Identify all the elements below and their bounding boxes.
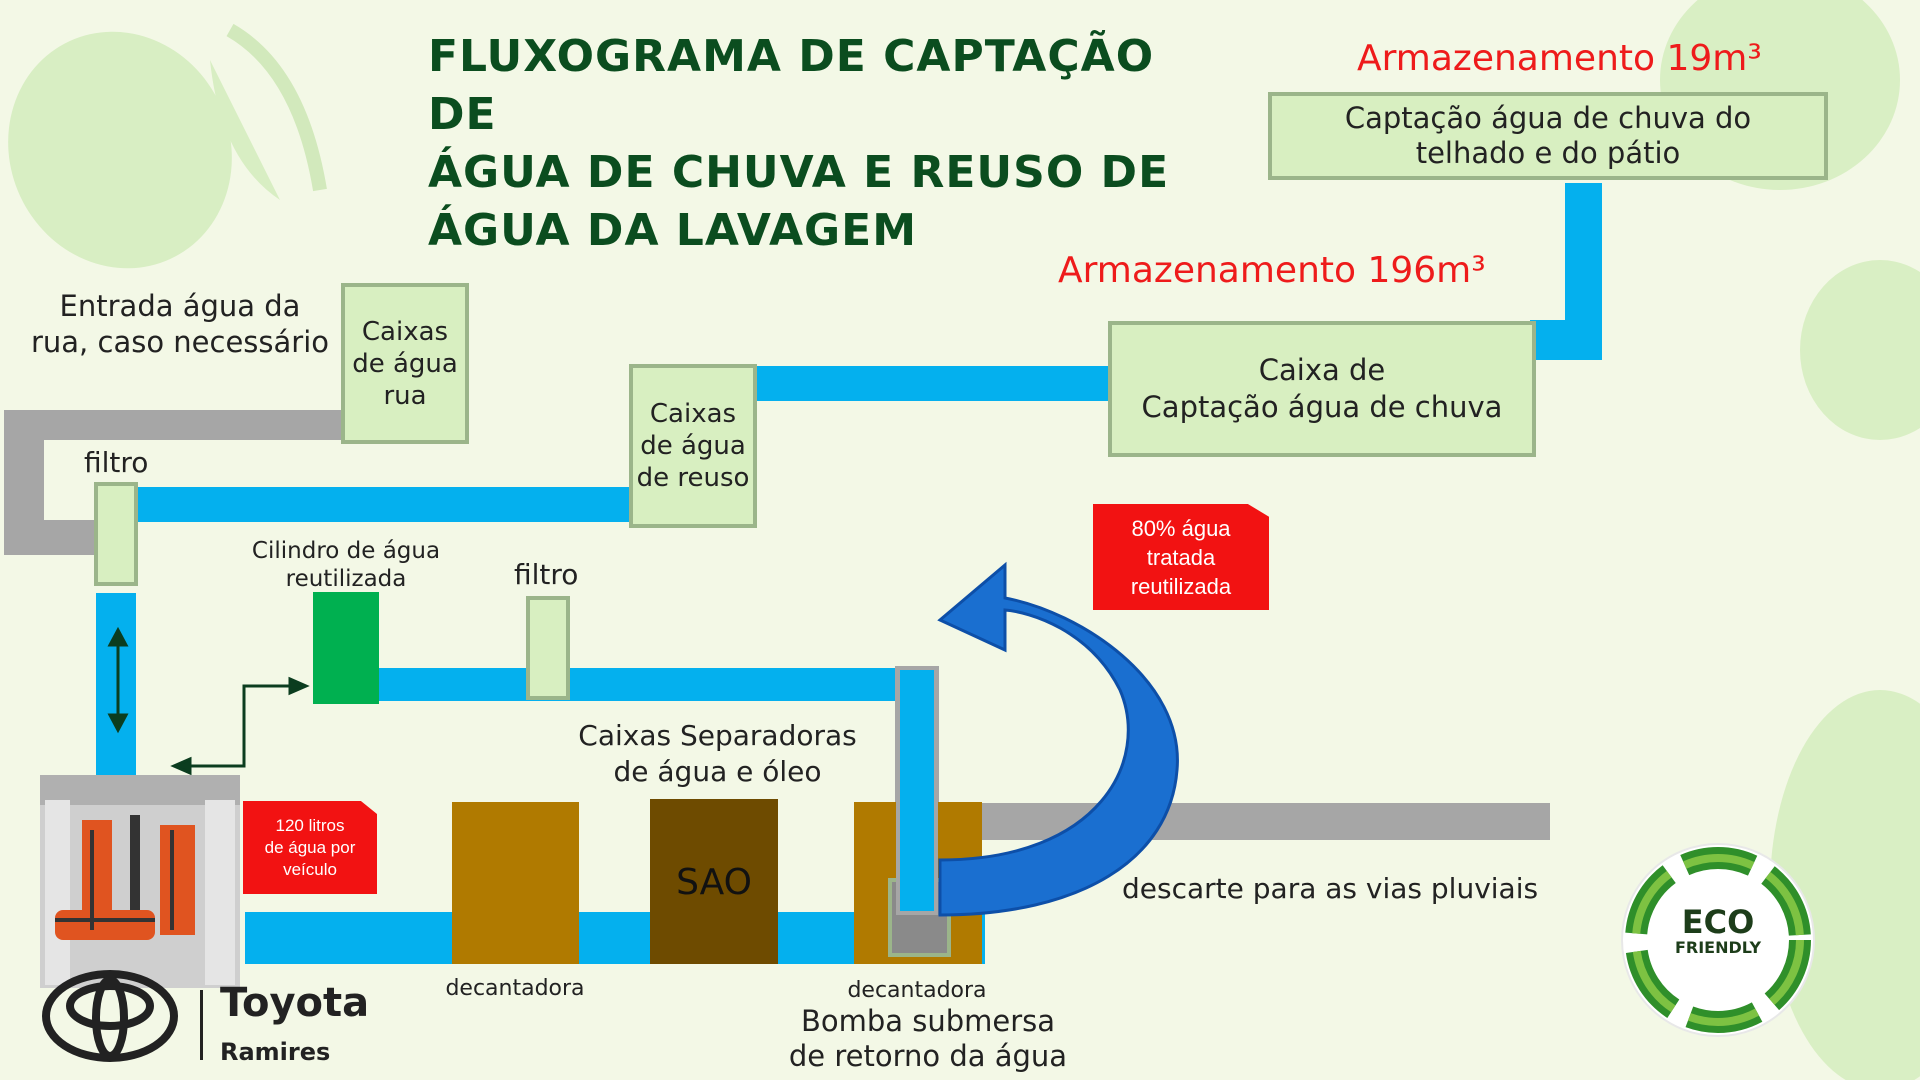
- roof-capture-line-2: telhado e do pátio: [1415, 136, 1681, 170]
- bidirectional-arrow-vertical: [107, 626, 129, 734]
- storage-19m3-label: Armazenamento 19m³: [1357, 38, 1762, 79]
- decanter-right-label: decantadora: [847, 978, 987, 1003]
- decanter-left-label: decantadora: [445, 976, 585, 1001]
- toyota-logo-icon: [42, 970, 178, 1062]
- separators-line-2: de água e óleo: [613, 755, 822, 788]
- reuse-tag-line-2: tratada: [1146, 544, 1216, 570]
- reuse-tag-line-3: reutilizada: [1130, 573, 1232, 599]
- pump-line-1: Bomba submersa: [800, 1004, 1056, 1038]
- reuse-percentage-tag: 80% água tratada reutilizada: [1093, 504, 1269, 610]
- cylinder-line-2: reutilizada: [285, 566, 407, 592]
- sao-tank: [650, 799, 778, 964]
- discharge-label: descarte para as vias pluviais: [1122, 872, 1539, 905]
- leaf-decor-bottom-right: [1770, 690, 1920, 1080]
- filter-left: [94, 482, 138, 586]
- car-wash-machine-illustration: [40, 775, 240, 988]
- street-box-line-1: Caixas: [361, 316, 449, 347]
- street-entry-line-2: rua, caso necessário: [30, 325, 329, 359]
- reuse-box-line-1: Caixas: [649, 399, 737, 429]
- eco-badge-text: ECO FRIENDLY: [1650, 905, 1786, 957]
- decanter-tank-left: [452, 802, 579, 964]
- liters-tag-line-2: de água por: [264, 837, 356, 857]
- pump-line-2: de retorno da água: [788, 1039, 1068, 1073]
- brand-name: Toyota: [220, 980, 370, 1026]
- reused-water-cylinder: [313, 592, 379, 704]
- dealer-name: Ramires: [220, 1038, 331, 1066]
- reuse-tag-line-1: 80% água: [1131, 515, 1231, 541]
- street-entry-label: Entrada água da rua, caso necessário: [30, 288, 330, 360]
- sao-label: SAO: [676, 862, 752, 903]
- liters-tag-line-1: 120 litros: [275, 815, 345, 835]
- pipe-filter-down: [96, 593, 136, 775]
- street-water-box: Caixas de água rua: [341, 283, 469, 444]
- eco-line-2: FRIENDLY: [1674, 938, 1762, 957]
- separators-label: Caixas Separadoras de água e óleo: [560, 718, 875, 790]
- street-box-line-2: de água: [352, 348, 458, 379]
- leaf-decor-top-left: [8, 23, 327, 269]
- gray-pipe-street-bottom: [4, 520, 100, 555]
- street-entry-line-1: Entrada água da: [59, 289, 301, 323]
- reuse-water-box: Caixas de água de reuso: [629, 364, 757, 528]
- page-title: FLUXOGRAMA DE CAPTAÇÃO DE ÁGUA DE CHUVA …: [428, 28, 1188, 260]
- roof-capture-box: Captação água de chuva do telhado e do p…: [1268, 92, 1828, 180]
- pipe-reuse-to-filter: [130, 487, 635, 522]
- filter-mid: [526, 596, 570, 700]
- reuse-box-line-2: de água: [640, 431, 746, 461]
- liters-per-vehicle-tag: 120 litros de água por veículo: [243, 801, 377, 894]
- eco-line-1: ECO: [1681, 903, 1755, 941]
- eco-friendly-badge-icon: [1621, 843, 1815, 1037]
- filter-mid-label: filtro: [514, 558, 579, 591]
- rain-box-line-2: Captação água de chuva: [1141, 390, 1503, 424]
- title-line-3: ÁGUA DA LAVAGEM: [428, 205, 917, 256]
- street-box-line-3: rua: [383, 380, 427, 411]
- pipe-roof-elbow: [1530, 320, 1602, 360]
- gray-pipes: [4, 410, 1550, 840]
- title-line-1: FLUXOGRAMA DE CAPTAÇÃO DE: [428, 31, 1155, 140]
- filter-left-label: filtro: [84, 446, 149, 479]
- cylinder-line-1: Cilindro de água: [251, 538, 441, 564]
- pump-label: Bomba submersa de retorno da água: [778, 1004, 1078, 1074]
- pipe-cylinder-line: [376, 668, 936, 701]
- rain-capture-box: Caixa de Captação água de chuva: [1108, 321, 1536, 457]
- rain-box-line-1: Caixa de: [1258, 353, 1386, 387]
- return-arrow: [937, 561, 1179, 917]
- brand-divider: [200, 990, 203, 1060]
- pipe-rain-to-reuse: [750, 366, 1110, 401]
- roof-capture-line-1: Captação água de chuva do: [1344, 101, 1752, 135]
- cylinder-label: Cilindro de água reutilizada: [246, 537, 446, 593]
- title-line-2: ÁGUA DE CHUVA E REUSO DE: [428, 147, 1170, 198]
- separators-line-1: Caixas Separadoras: [578, 719, 857, 752]
- reuse-box-line-3: de reuso: [636, 463, 750, 493]
- gray-pipe-street-horizontal: [4, 410, 344, 440]
- storage-196m3-label: Armazenamento 196m³: [1058, 250, 1486, 291]
- liters-tag-line-3: veículo: [283, 859, 337, 879]
- pipe-pump-riser-top: [896, 666, 938, 915]
- bidirectional-arrow-elbow: [170, 676, 310, 776]
